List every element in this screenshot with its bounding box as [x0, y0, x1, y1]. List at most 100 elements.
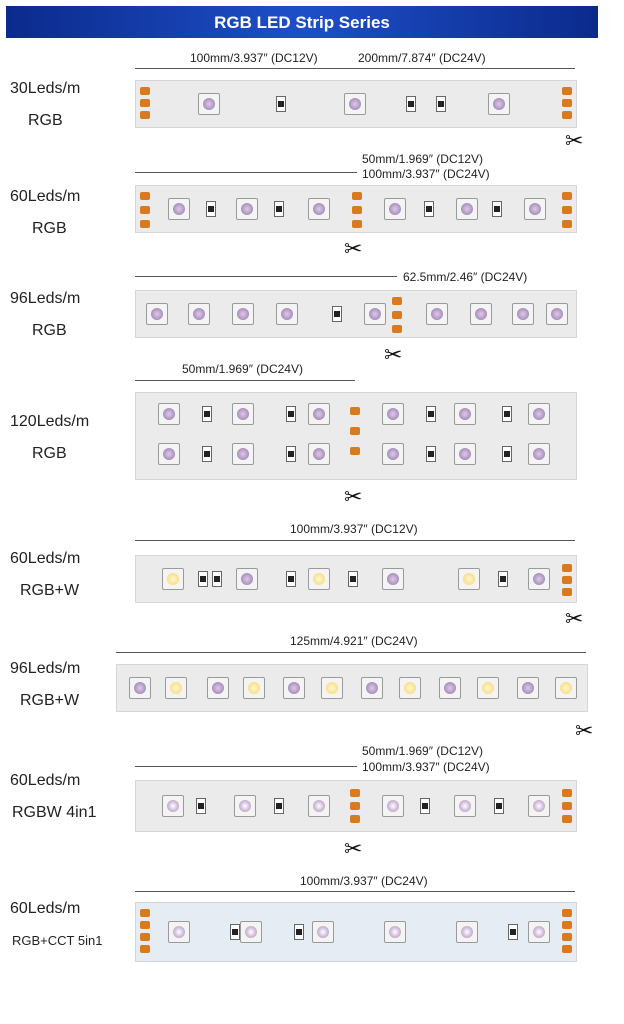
row-label-120-rgb: 120Leds/m RGB	[10, 413, 89, 462]
resistor	[274, 798, 284, 814]
solder-pad	[350, 427, 360, 435]
resistor	[286, 406, 296, 422]
solder-pad	[140, 192, 150, 200]
dimension-12v: 100mm/3.937″ (DC12V)	[290, 522, 418, 536]
solder-pad	[562, 945, 572, 953]
resistor	[502, 446, 512, 462]
white-led-chip	[555, 677, 577, 699]
resistor	[332, 306, 342, 322]
led-chip	[528, 568, 550, 590]
resistor	[426, 446, 436, 462]
led-chip	[528, 443, 550, 465]
resistor	[436, 96, 446, 112]
led-strip-60	[135, 185, 577, 233]
dimension-24v: 62.5mm/2.46″ (DC24V)	[403, 270, 528, 284]
solder-pad	[562, 921, 572, 929]
density-label: 30Leds/m	[10, 80, 81, 97]
resistor	[502, 406, 512, 422]
led-chip	[512, 303, 534, 325]
density-label: 60Leds/m	[10, 900, 81, 917]
resistor	[424, 201, 434, 217]
solder-pad	[140, 111, 150, 119]
type-label: RGB+W	[20, 692, 80, 709]
scissors-icon: ✂	[575, 718, 594, 743]
led-chip	[232, 303, 254, 325]
solder-pad	[392, 325, 402, 333]
led-chip	[276, 303, 298, 325]
type-label: RGB	[32, 322, 67, 339]
resistor	[202, 446, 212, 462]
resistor	[348, 571, 358, 587]
type-label: RGBW 4in1	[12, 804, 97, 821]
led-chip	[188, 303, 210, 325]
dimension-line	[135, 766, 357, 767]
density-label: 96Leds/m	[10, 290, 81, 307]
led-strip-120	[135, 392, 577, 480]
page-title: RGB LED Strip Series	[214, 13, 390, 32]
row-label-60-rgbw: 60Leds/m RGB+W	[10, 550, 80, 599]
white-led-chip	[458, 568, 480, 590]
row-label-60-rgbcct-5in1: 60Leds/m RGB+CCT 5in1	[10, 900, 102, 948]
scissors-icon: ✂	[565, 128, 584, 153]
led-chip	[528, 795, 550, 817]
white-led-chip	[321, 677, 343, 699]
solder-pad	[562, 206, 572, 214]
solder-pad	[140, 921, 150, 929]
led-chip	[308, 198, 330, 220]
type-label: RGB	[32, 445, 67, 462]
dimension-24v: 125mm/4.921″ (DC24V)	[290, 634, 418, 648]
led-chip	[382, 403, 404, 425]
row-label-30-rgb: 30Leds/m RGB	[10, 80, 81, 129]
solder-pad	[140, 220, 150, 228]
dimension-line	[135, 891, 575, 892]
led-chip	[382, 443, 404, 465]
solder-pad	[562, 588, 572, 596]
dimension-24v: 100mm/3.937″ (DC24V)	[362, 167, 490, 181]
solder-pad	[562, 87, 572, 95]
led-chip	[454, 795, 476, 817]
dimension-line	[116, 652, 586, 653]
solder-pad	[350, 802, 360, 810]
solder-pad	[350, 407, 360, 415]
resistor	[286, 446, 296, 462]
led-chip	[426, 303, 448, 325]
led-chip	[382, 568, 404, 590]
solder-pad	[562, 802, 572, 810]
dimension-line	[135, 276, 397, 277]
white-led-chip	[165, 677, 187, 699]
led-chip	[456, 921, 478, 943]
solder-pad	[562, 933, 572, 941]
resistor	[494, 798, 504, 814]
resistor	[406, 96, 416, 112]
led-strip-96	[135, 290, 577, 338]
led-chip	[234, 795, 256, 817]
dimension-line	[135, 540, 575, 541]
led-chip	[308, 443, 330, 465]
led-chip	[232, 443, 254, 465]
type-label: RGB	[28, 112, 63, 129]
solder-pad	[562, 815, 572, 823]
led-chip	[308, 403, 330, 425]
led-chip	[344, 93, 366, 115]
white-led-chip	[243, 677, 265, 699]
led-strip-96-rgbw	[116, 664, 588, 712]
led-chip	[162, 795, 184, 817]
led-chip	[158, 443, 180, 465]
led-chip	[129, 677, 151, 699]
solder-pad	[140, 87, 150, 95]
scissors-icon: ✂	[565, 606, 584, 631]
led-chip	[524, 198, 546, 220]
white-led-chip	[162, 568, 184, 590]
led-strip-30	[135, 80, 577, 128]
header-banner: RGB LED Strip Series	[6, 6, 598, 38]
density-label: 60Leds/m	[10, 772, 81, 789]
solder-pad	[392, 311, 402, 319]
led-chip	[454, 443, 476, 465]
led-chip	[240, 921, 262, 943]
resistor	[230, 924, 240, 940]
led-chip	[283, 677, 305, 699]
resistor	[498, 571, 508, 587]
led-chip	[528, 403, 550, 425]
white-led-chip	[399, 677, 421, 699]
dimension-12v: 50mm/1.969″ (DC12V)	[362, 744, 483, 758]
